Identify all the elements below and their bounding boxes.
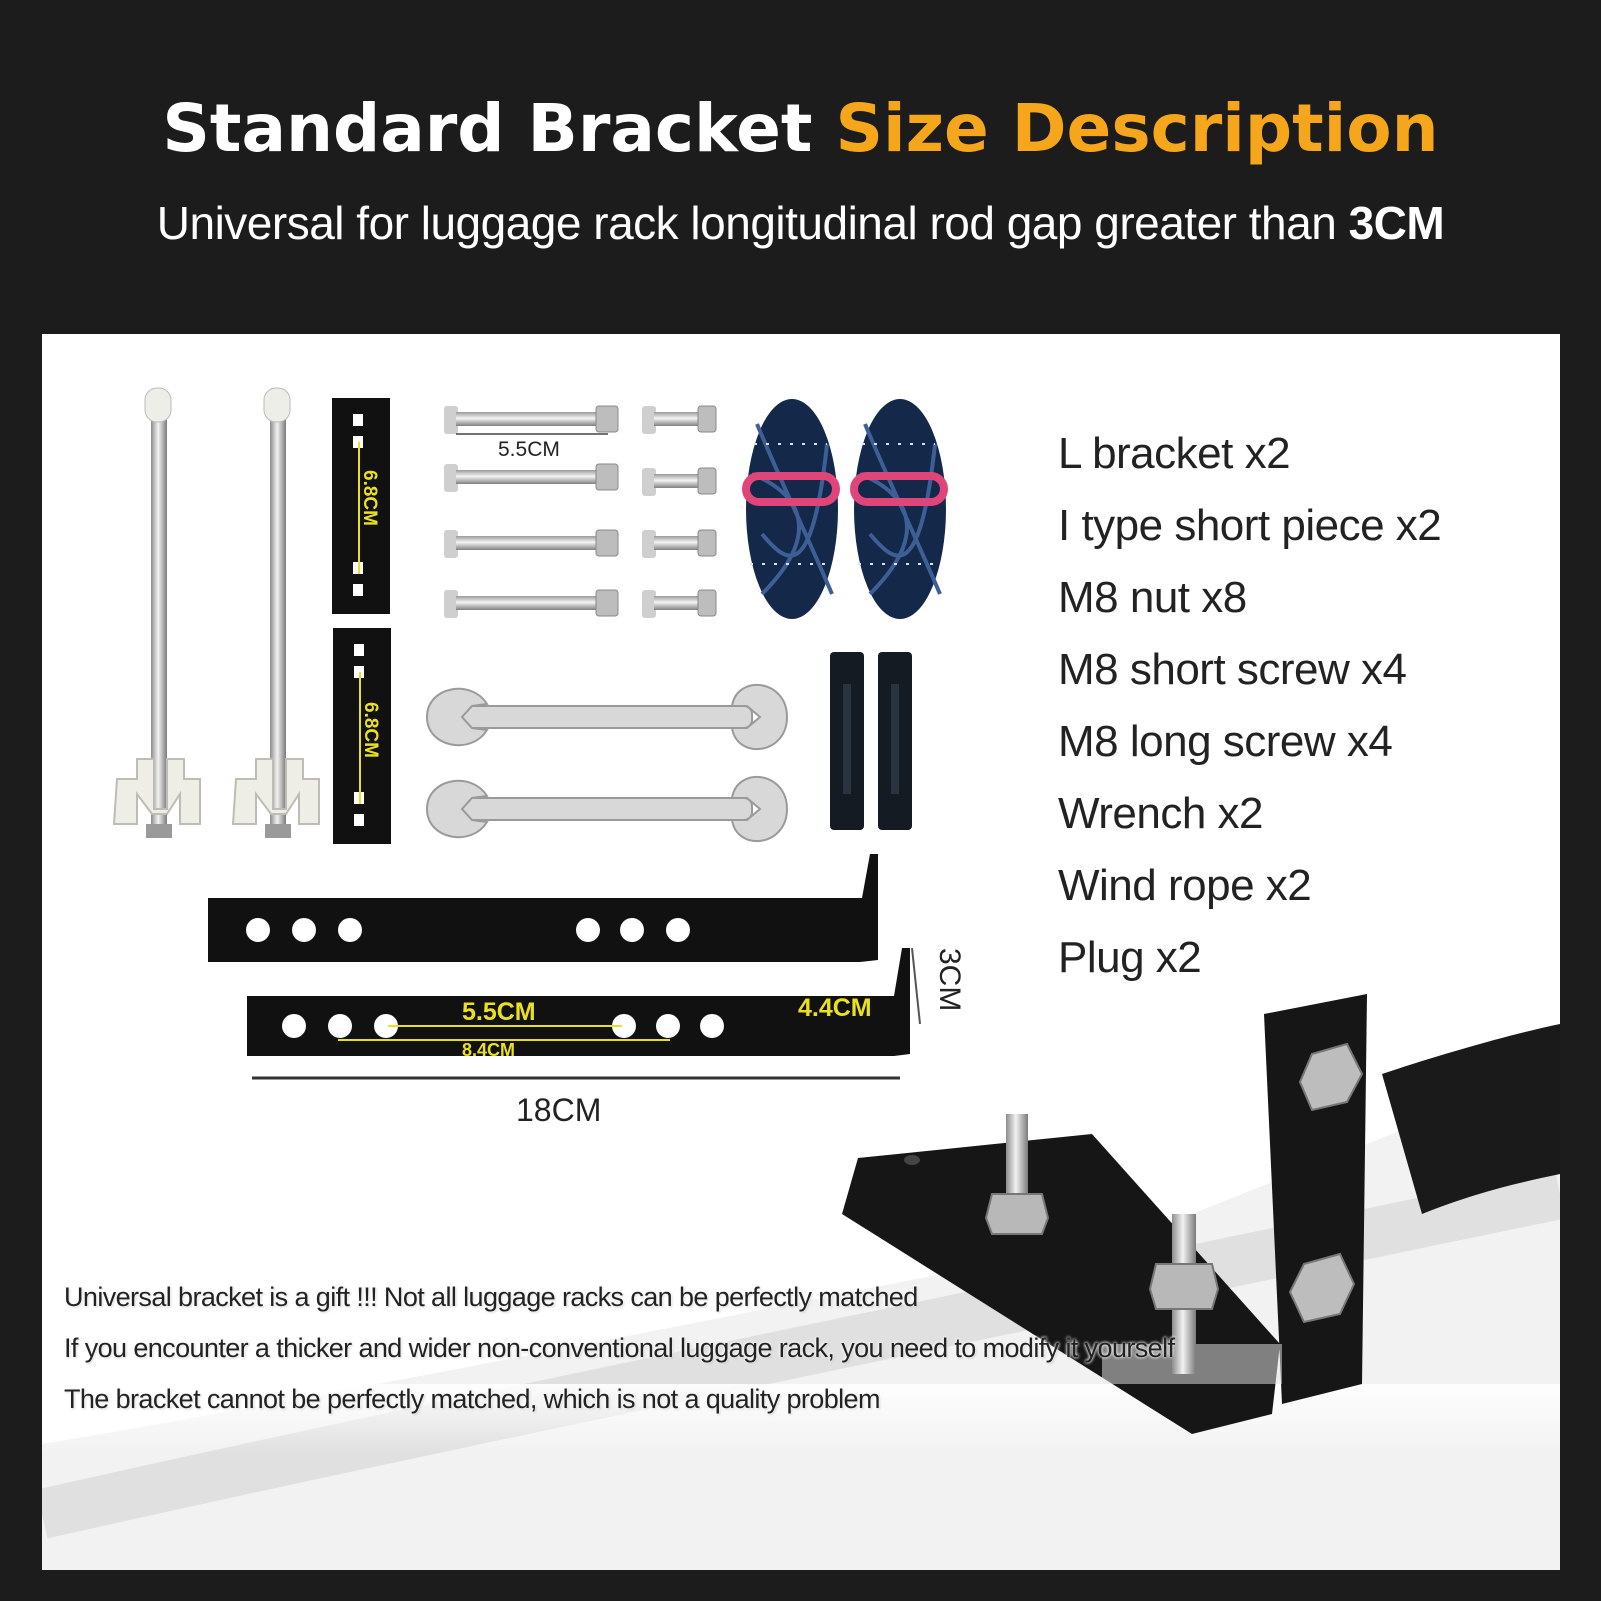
short-piece-2-length-label: 6.8CM — [360, 702, 381, 758]
parts-list-item: Wrench x2 — [1058, 789, 1264, 838]
title-accent: Size Description — [835, 90, 1439, 167]
plug-1 — [112, 387, 201, 838]
parts-list-item: Wind rope x2 — [1058, 861, 1312, 910]
parts-list-item: I type short piece x2 — [1058, 501, 1442, 550]
mounted-bracket — [842, 994, 1367, 1434]
title-main: Standard Bracket — [162, 90, 813, 167]
l-bracket-bottom — [247, 947, 921, 1056]
parts-list-item: M8 long screw x4 — [1058, 717, 1393, 766]
disclaimer-note: Universal bracket is a gift !!! Not all … — [64, 1282, 918, 1312]
wrench-1 — [425, 683, 789, 751]
plug-2 — [231, 387, 320, 838]
disclaimer-note: If you encounter a thicker and wider non… — [64, 1333, 1175, 1363]
parts-list-item: M8 short screw x4 — [1058, 645, 1407, 694]
wind-ropes — [742, 399, 948, 619]
page-title: Standard Bracket Size Description — [0, 90, 1601, 167]
parts-list-item: M8 nut x8 — [1058, 573, 1247, 622]
screw-length-label: 5.5CM — [498, 438, 560, 461]
subtitle-gap-value: 3CM — [1348, 197, 1445, 249]
wind-rope-2 — [850, 399, 948, 619]
l-bracket-top — [208, 854, 878, 962]
bend-length-label: 4.4CM — [798, 994, 872, 1022]
disclaimer-note: The bracket cannot be perfectly matched,… — [64, 1384, 880, 1414]
short-piece-1 — [332, 398, 390, 614]
wind-rope-1 — [742, 399, 840, 619]
subtitle-text: Universal for luggage rack longitudinal … — [156, 197, 1337, 249]
rubber-pads — [830, 652, 912, 830]
plug-pieces — [112, 387, 320, 838]
short-screws — [642, 405, 717, 618]
product-panel: 5.5CM 6.8CM 6.8CM 5.5CM 8.4CM 4.4CM 3CM … — [42, 334, 1560, 1570]
parts-list-item: L bracket x2 — [1058, 429, 1291, 478]
short-piece-2 — [333, 628, 391, 844]
disclaimer-notes: Universal bracket is a gift !!! Not all … — [64, 1278, 1364, 1431]
bracket-height-label: 3CM — [933, 948, 966, 1012]
page-subtitle: Universal for luggage rack longitudinal … — [0, 196, 1601, 250]
wrenches — [425, 683, 789, 843]
bracket-length-label: 18CM — [516, 1092, 602, 1128]
hole-gap-label: 5.5CM — [462, 998, 536, 1026]
short-piece-1-length-label: 6.8CM — [359, 470, 380, 526]
long-screws — [444, 405, 619, 618]
parts-list: L bracket x2 I type short piece x2 M8 nu… — [1058, 427, 1538, 1003]
hole-span-label: 8.4CM — [462, 1040, 516, 1060]
wrench-2 — [425, 775, 789, 843]
parts-list-item: Plug x2 — [1058, 933, 1202, 982]
product-illustration — [42, 387, 1560, 1570]
